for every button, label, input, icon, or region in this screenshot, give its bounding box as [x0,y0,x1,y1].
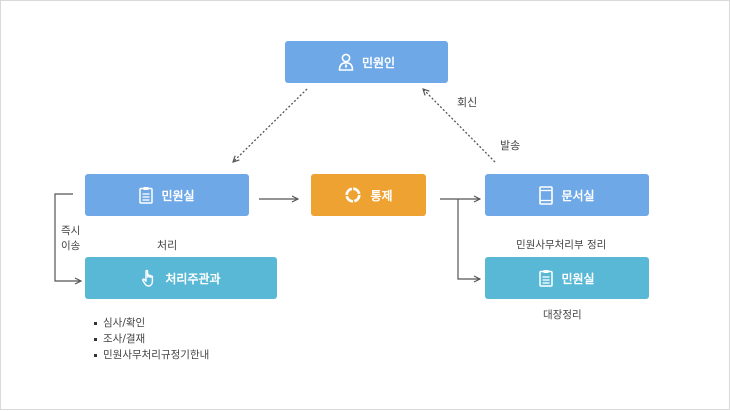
node-doc-room: 문서실 [485,174,649,216]
label-ledger: 대장정리 [543,309,582,321]
person-icon [338,53,354,71]
node-office-right: 민원실 [485,257,649,299]
node-office-left: 민원실 [85,174,249,216]
node-petitioner: 민원인 [285,41,448,83]
arrow-immediate-transfer [54,193,81,281]
document-icon [539,185,554,205]
circle-arrows-icon [344,186,362,204]
label-transfer: 이송 [61,240,81,252]
node-label: 통제 [370,188,393,203]
node-label: 처리주관과 [165,271,221,286]
label-process: 처리 [157,239,178,252]
node-label: 문서실 [561,188,595,203]
label-doc-process: 민원사무처리부 정리 [516,239,607,251]
clipboard-icon [539,269,554,287]
node-control: 통제 [311,174,426,216]
task-item: 민원사무처리규정기한내 [93,347,209,363]
label-send: 발송 [500,139,521,152]
label-immediate: 즉시 [61,225,81,237]
node-label: 민원실 [161,188,195,203]
arrow-docroom-to-petitioner [423,89,496,163]
task-list: 심사/확인 조사/결재 민원사무처리규정기한내 [93,315,209,363]
task-item: 심사/확인 [93,315,209,331]
arrow-petitioner-to-office [233,88,308,162]
node-dept: 처리주관과 [85,257,277,299]
node-label: 민원실 [561,271,595,286]
arrow-control-to-office-right [457,199,480,279]
clipboard-icon [139,186,154,204]
label-reply: 회신 [457,96,478,109]
task-item: 조사/결재 [93,331,209,347]
node-label: 민원인 [361,55,396,70]
hand-pointer-icon [141,269,157,287]
